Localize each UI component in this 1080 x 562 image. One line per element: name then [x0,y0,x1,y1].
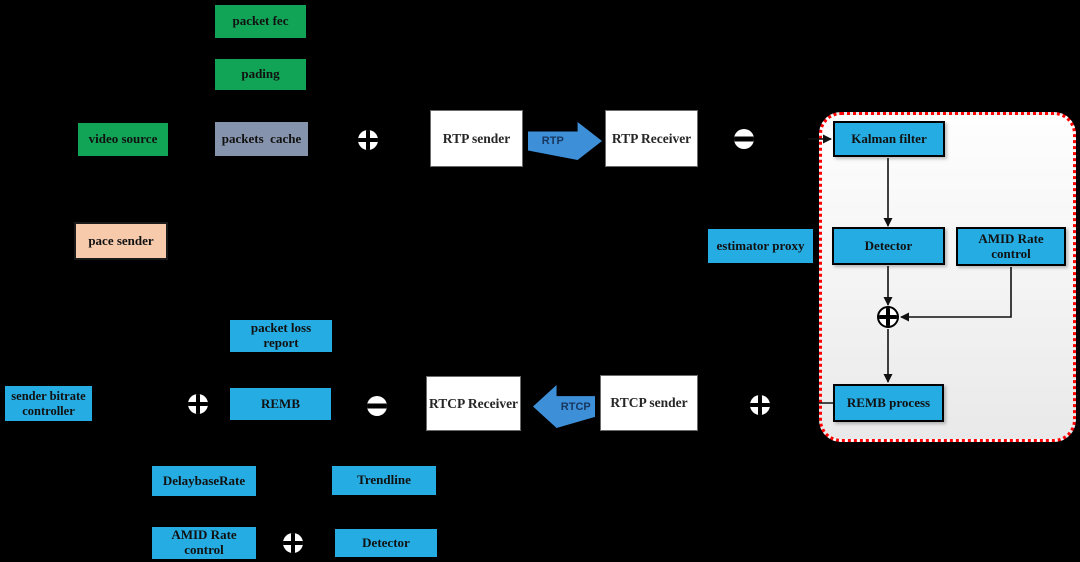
packet-loss-report-box: packet loss report [228,318,334,354]
remb-label: REMB [261,395,300,411]
trendline-box: Trendline [330,464,438,497]
rtcp-receiver-box: RTCP Receiver [426,376,521,431]
detector-estimator-box: Detector [832,227,945,265]
plus-circle-icon [750,395,770,415]
rtcp-receiver-label: RTCP Receiver [428,395,519,411]
pading-label: pading [241,66,280,82]
pading-box: pading [213,57,308,92]
packets-cache-box: packets cache [213,120,310,158]
pace-sender-box: pace sender [74,222,168,260]
detector-sender-label: Detector [362,534,410,550]
plus-circle-icon [188,394,208,414]
plus-circle-icon [283,533,303,553]
estimator-proxy-box: estimator proxy [706,227,815,265]
estimator-proxy-label: estimator proxy [716,237,805,253]
packets-cache-label: packets cache [221,130,302,146]
rtp-receiver-label: RTP Receiver [611,130,692,146]
plus-circle-icon [877,306,899,328]
rtp-receiver-box: RTP Receiver [605,110,698,167]
kalman-filter-label: Kalman filter [851,130,927,146]
sender-bitrate-controller-label: sender bitrate controller [11,389,86,418]
rtp-flow-arrow: RTP [528,122,602,160]
amid-rate-control-sender-box: AMID Rate control [150,525,258,561]
delaybase-rate-label: DelaybaseRate [162,472,246,488]
rtcp-arrow-label: RTCP [560,400,591,413]
amid-rate-control-sender-label: AMID Rate control [171,527,237,557]
remb-box: REMB [228,386,333,422]
rtcp-flow-arrow: RTCP [533,385,595,428]
minus-circle-icon [734,129,754,149]
packet-fec-box: packet fec [213,3,308,40]
pace-sender-label: pace sender [88,232,154,248]
delaybase-rate-box: DelaybaseRate [150,464,258,498]
rtp-sender-box: RTP sender [430,110,523,167]
rtcp-sender-box: RTCP sender [600,375,698,431]
remb-process-box: REMB process [833,384,944,422]
packet-loss-report-label: packet loss report [250,320,312,350]
video-source-box: video source [76,121,170,158]
detector-estimator-label: Detector [864,237,913,253]
packet-fec-label: packet fec [232,13,289,29]
minus-circle-icon [367,396,387,416]
rtp-sender-label: RTP sender [442,130,511,146]
remb-process-label: REMB process [846,394,931,410]
amid-rate-control-estimator-label: AMID Rate control [978,230,1044,261]
video-source-label: video source [88,131,158,147]
sender-bitrate-controller-box: sender bitrate controller [3,384,94,423]
plus-circle-icon [358,130,378,150]
trendline-label: Trendline [357,472,411,488]
amid-rate-control-estimator-box: AMID Rate control [956,227,1066,266]
detector-sender-box: Detector [333,527,439,559]
kalman-filter-box: Kalman filter [833,121,945,157]
rtcp-sender-label: RTCP sender [610,395,688,411]
rtp-arrow-label: RTP [541,135,564,147]
